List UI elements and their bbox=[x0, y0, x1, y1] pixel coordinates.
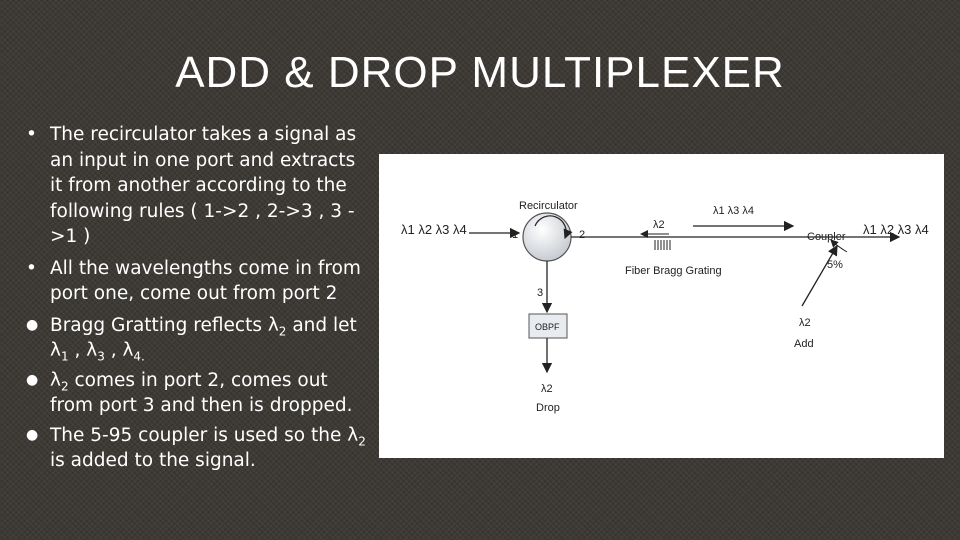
output-wavelengths-label: λ1 λ2 λ3 λ4 bbox=[863, 222, 929, 237]
port-2-label: 2 bbox=[579, 229, 585, 241]
bullet-list: • The recirculator takes a signal as an … bbox=[22, 122, 372, 478]
diagram-svg: λ1 λ2 λ3 λ4 1 Recirculator 2 λ2 Fiber Br… bbox=[401, 200, 929, 414]
bullet-item: ● Bragg Gratting reflects λ2 and let λ1 … bbox=[22, 313, 372, 364]
drop-wavelength-label: λ2 bbox=[541, 383, 553, 395]
input-wavelengths-label: λ1 λ2 λ3 λ4 bbox=[401, 222, 467, 237]
bullet-text: The 5-95 coupler is used so the λ2 is ad… bbox=[50, 424, 366, 472]
reflected-wavelength-label: λ2 bbox=[653, 219, 665, 231]
passing-wavelengths-label: λ1 λ3 λ4 bbox=[713, 205, 754, 217]
add-wavelength-label: λ2 bbox=[799, 317, 811, 329]
obpf-label: OBPF bbox=[535, 322, 560, 332]
bullet-marker: ● bbox=[26, 316, 39, 333]
drop-label: Drop bbox=[536, 402, 560, 414]
bullet-marker: ● bbox=[26, 371, 39, 388]
bullet-marker: • bbox=[26, 257, 37, 279]
coupler-percent-label: 5% bbox=[827, 259, 843, 271]
bullet-item: • All the wavelengths come in from port … bbox=[22, 256, 372, 307]
coupler-label: Coupler bbox=[807, 231, 846, 243]
add-label: Add bbox=[794, 338, 814, 350]
recirculator-rotation-arrow bbox=[534, 215, 573, 240]
bullet-text: All the wavelengths come in from port on… bbox=[50, 257, 361, 305]
bullet-item: ● λ2 comes in port 2, comes out from por… bbox=[22, 368, 372, 419]
bullet-marker: ● bbox=[26, 426, 39, 443]
recirculator-circle bbox=[522, 212, 572, 262]
bullet-text: Bragg Gratting reflects λ2 and let λ1 , … bbox=[50, 314, 357, 364]
bullet-marker: • bbox=[26, 124, 37, 145]
bullet-text: The recirculator takes a signal as an in… bbox=[50, 124, 357, 247]
bragg-grating-icon bbox=[654, 240, 671, 250]
slide-title: ADD & DROP MULTIPLEXER bbox=[175, 48, 785, 97]
fiber-bragg-grating-label: Fiber Bragg Grating bbox=[625, 265, 722, 277]
recirculator-label: Recirculator bbox=[519, 200, 578, 212]
bullet-item: • The recirculator takes a signal as an … bbox=[22, 122, 372, 250]
add-branch-line bbox=[801, 244, 838, 307]
add-drop-diagram: λ1 λ2 λ3 λ4 1 Recirculator 2 λ2 Fiber Br… bbox=[379, 154, 944, 458]
bullet-item: ● The 5-95 coupler is used so the λ2 is … bbox=[22, 423, 372, 474]
percent-indicator-arrow bbox=[830, 239, 848, 253]
obpf-box bbox=[528, 313, 568, 339]
bullet-text: λ2 comes in port 2, comes out from port … bbox=[50, 369, 353, 417]
port-1-label: 1 bbox=[512, 229, 518, 241]
port-3-label: 3 bbox=[537, 287, 543, 299]
